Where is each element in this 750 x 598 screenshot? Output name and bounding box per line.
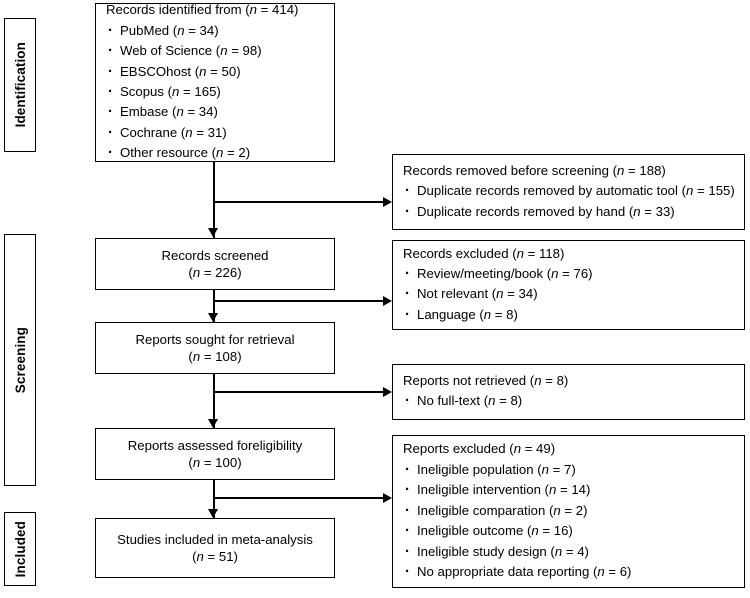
node-records-excluded-list: Review/meeting/book (n = 76) Not relevan… [403,262,744,327]
node-records-removed-title: Records removed before screening (n = 18… [403,162,666,178]
list-item: No full-text (n = 8) [403,389,744,413]
node-records-removed: Records removed before screening (n = 18… [392,154,745,230]
list-item: No appropriate data reporting (n = 6) [403,560,744,584]
node-records-excluded-title: Records excluded (n = 118) [403,245,565,261]
list-item: Other resource (n = 2) [106,141,334,165]
node-reports-assessed-count: (n = 100) [188,455,242,470]
node-reports-excluded: Reports excluded (n = 49) Ineligible pop… [392,435,745,588]
node-reports-sought: Reports sought for retrieval (n = 108) [95,322,335,374]
arrowhead-screened-to-excluded [383,296,392,306]
arrowhead-sought-to-not-retrieved [383,387,392,397]
node-records-identified: Records identified from (n = 414) PubMed… [95,2,335,165]
connector-assessed-to-included [213,480,215,518]
list-item: Duplicate records removed by automatic t… [403,179,744,203]
arrowhead-identified-to-removed [383,197,392,207]
connector-sought-to-not-retrieved [213,391,385,393]
phase-box-identification: Identification [4,18,36,152]
list-item: Cochrane (n = 31) [106,121,334,145]
list-item: Ineligible study design (n = 4) [403,540,744,564]
node-studies-included-title: Studies included in meta-analysis [117,531,313,547]
node-records-identified-title: Records identified from (n = 414) [106,2,299,18]
list-item: Not relevant (n = 34) [403,282,744,306]
node-records-screened-title: Records screened [161,247,269,263]
arrowhead-sought-to-assessed [208,419,218,428]
list-item: EBSCOhost (n = 50) [106,59,334,83]
node-reports-not-retrieved-title: Reports not retrieved (n = 8) [403,373,569,389]
node-reports-sought-title: Reports sought for retrieval [135,331,295,347]
connector-sought-to-assessed [213,374,215,428]
node-reports-not-retrieved-list: No full-text (n = 8) [403,389,744,413]
list-item: Ineligible comparation (n = 2) [403,499,744,523]
arrowhead-screened-to-sought [208,313,218,322]
node-records-screened-count: (n = 226) [188,265,242,280]
connector-identified-to-screened [213,162,215,238]
list-item: Ineligible intervention (n = 14) [403,478,744,502]
node-records-screened: Records screened (n = 226) [95,238,335,290]
arrowhead-assessed-to-reports-excluded [383,493,392,503]
list-item: Review/meeting/book (n = 76) [403,262,744,286]
phase-box-included: Included [4,512,36,586]
node-reports-assessed-title: Reports assessed foreligibility [127,437,303,453]
connector-assessed-to-reports-excluded [213,497,385,499]
node-reports-assessed: Reports assessed foreligibility (n = 100… [95,428,335,480]
phase-label-included: Included [12,520,28,578]
phase-box-screening: Screening [4,234,36,486]
connector-identified-to-removed [213,201,385,203]
arrowhead-identified-to-screened [208,228,218,237]
node-reports-not-retrieved: Reports not retrieved (n = 8) No full-te… [392,364,745,420]
node-reports-excluded-list: Ineligible population (n = 7) Ineligible… [403,458,744,584]
list-item: Language (n = 8) [403,303,744,327]
node-reports-excluded-title: Reports excluded (n = 49) [403,441,556,457]
list-item: Scopus (n = 165) [106,80,334,104]
list-item: Web of Science (n = 98) [106,39,334,63]
connector-screened-to-sought [213,290,215,332]
arrowhead-assessed-to-included [208,509,218,518]
list-item: Duplicate records removed by hand (n = 3… [403,200,744,224]
node-reports-sought-count: (n = 108) [188,349,242,364]
phase-label-screening: Screening [12,326,28,394]
node-studies-included-count: (n = 51) [192,549,238,564]
phase-label-identification: Identification [12,42,28,128]
list-item: Ineligible outcome (n = 16) [403,519,744,543]
node-records-excluded: Records excluded (n = 118) Review/meetin… [392,240,745,330]
list-item: Ineligible population (n = 7) [403,458,744,482]
list-item: Embase (n = 34) [106,100,334,124]
node-records-removed-list: Duplicate records removed by automatic t… [403,179,744,224]
node-studies-included: Studies included in meta-analysis (n = 5… [95,518,335,578]
list-item: PubMed (n = 34) [106,19,334,43]
node-records-identified-list: PubMed (n = 34) Web of Science (n = 98) … [106,19,334,165]
connector-screened-to-excluded [213,300,385,302]
